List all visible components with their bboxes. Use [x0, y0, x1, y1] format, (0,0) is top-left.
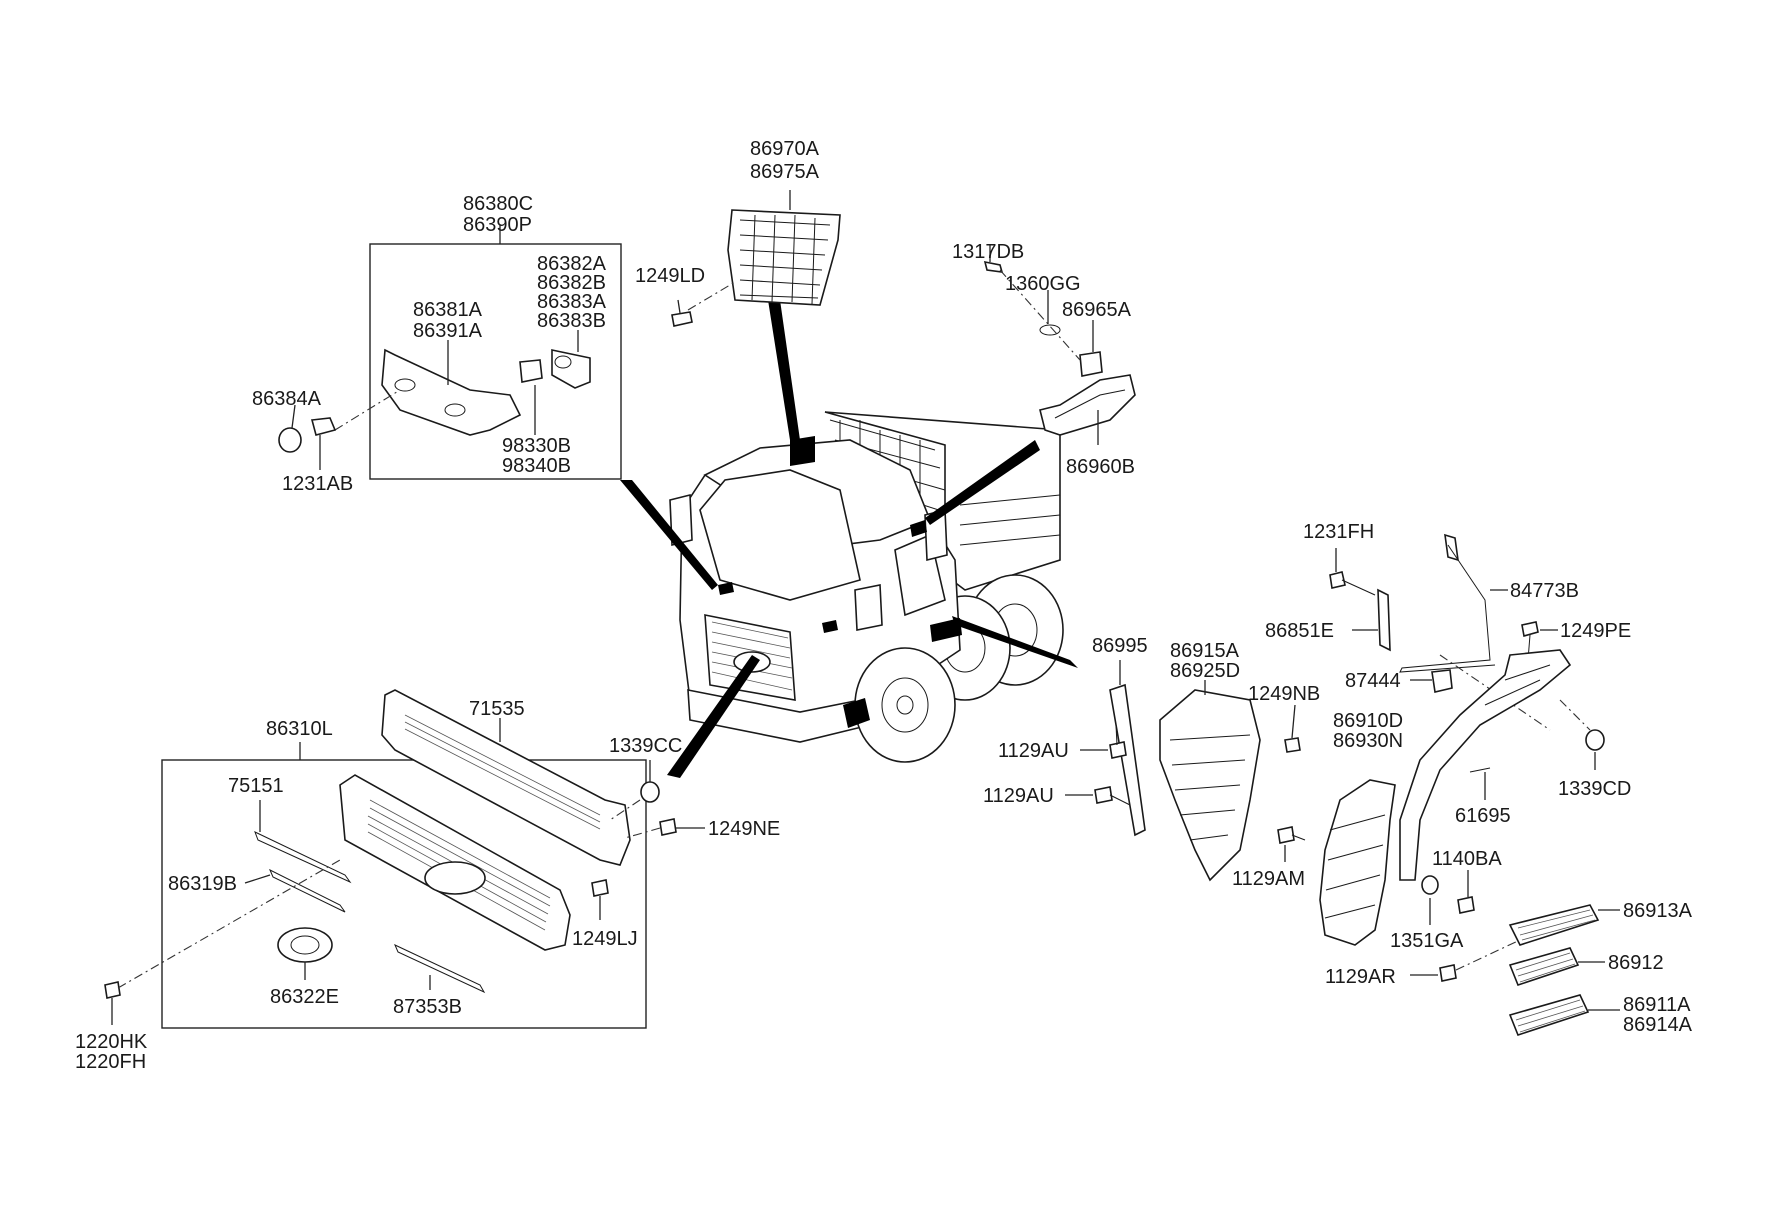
label-1339CD: 1339CD: [1558, 778, 1631, 800]
part-grille-group: 71535 86310L 1339CC 1249NE 75151 86319B …: [75, 689, 780, 1073]
label-1140BA: 1140BA: [1432, 848, 1502, 870]
label-86912: 86912: [1608, 952, 1664, 974]
label-86911A: 86911A: [1623, 994, 1691, 1016]
part-86960B-handle: 1317DB 1360GG 86965A 86960B: [952, 241, 1136, 478]
label-1249NB: 1249NB: [1248, 683, 1320, 705]
label-1129AU-a: 1129AU: [998, 740, 1069, 762]
part-86911A-step: 86911A 86914A: [1508, 994, 1693, 1036]
label-1129AR: 1129AR: [1325, 966, 1396, 988]
label-86322E: 86322E: [270, 986, 339, 1008]
label-98340B: 98340B: [502, 455, 571, 477]
part-86913A-step: 86913A: [1508, 900, 1693, 946]
label-1360GG: 1360GG: [1005, 273, 1081, 295]
label-86975A: 86975A: [750, 161, 820, 183]
label-86965A: 86965A: [1062, 299, 1132, 321]
label-1317DB: 1317DB: [952, 241, 1024, 263]
label-1249NE: 1249NE: [708, 818, 780, 840]
label-86381A: 86381A: [413, 299, 483, 321]
label-86319B: 86319B: [168, 873, 237, 895]
label-86383B: 86383B: [537, 310, 606, 332]
label-86910D: 86910D: [1333, 710, 1403, 732]
label-86930N: 86930N: [1333, 730, 1403, 752]
label-1339CC: 1339CC: [609, 735, 682, 757]
label-86310L: 86310L: [266, 718, 333, 740]
part-1249LD-screw: 1249LD: [635, 265, 705, 327]
label-86384A: 86384A: [252, 388, 322, 410]
label-1129AM: 1129AM: [1232, 868, 1305, 890]
label-86925D: 86925D: [1170, 660, 1240, 682]
label-87353B: 87353B: [393, 996, 462, 1018]
label-1249LJ: 1249LJ: [572, 928, 638, 950]
part-86970A-insulator: 86970A 86975A: [687, 138, 841, 311]
label-86914A: 86914A: [1623, 1014, 1693, 1036]
label-86913A: 86913A: [1623, 900, 1693, 922]
label-61695: 61695: [1455, 805, 1511, 827]
part-86912-step: 86912: [1508, 947, 1664, 986]
label-1249PE: 1249PE: [1560, 620, 1631, 642]
label-86380C: 86380C: [463, 193, 533, 215]
label-86382A: 86382A: [537, 253, 607, 275]
label-86851E: 86851E: [1265, 620, 1334, 642]
label-1220HK: 1220HK: [75, 1031, 148, 1053]
part-86380C-handle-group: 86380C 86390P 86381A 86391A 86382A 86382…: [252, 193, 607, 495]
label-1249LD: 1249LD: [635, 265, 705, 287]
label-86383A: 86383A: [537, 291, 607, 313]
label-87444: 87444: [1345, 670, 1401, 692]
label-86995: 86995: [1092, 635, 1148, 657]
label-86960B: 86960B: [1066, 456, 1135, 478]
label-86391A: 86391A: [413, 320, 483, 342]
label-86382B: 86382B: [537, 272, 606, 294]
label-1231FH: 1231FH: [1303, 521, 1374, 543]
label-86390P: 86390P: [463, 214, 532, 236]
label-1231AB: 1231AB: [282, 473, 353, 495]
label-1129AU-b: 1129AU: [983, 785, 1054, 807]
part-fender-group: 84773B 1231FH 86851E 1249PE 87444 1339CD…: [983, 521, 1693, 1036]
label-84773B: 84773B: [1510, 580, 1579, 602]
truck-illustration: [620, 300, 1078, 778]
group-box-handle: [369, 243, 622, 480]
label-1351GA: 1351GA: [1390, 930, 1464, 952]
label-86970A: 86970A: [750, 138, 820, 160]
group-box-grille: [161, 759, 647, 1029]
label-71535: 71535: [469, 698, 525, 720]
label-86915A: 86915A: [1170, 640, 1240, 662]
label-98330B: 98330B: [502, 435, 571, 457]
label-1220FH: 1220FH: [75, 1051, 146, 1073]
label-75151: 75151: [228, 775, 284, 797]
